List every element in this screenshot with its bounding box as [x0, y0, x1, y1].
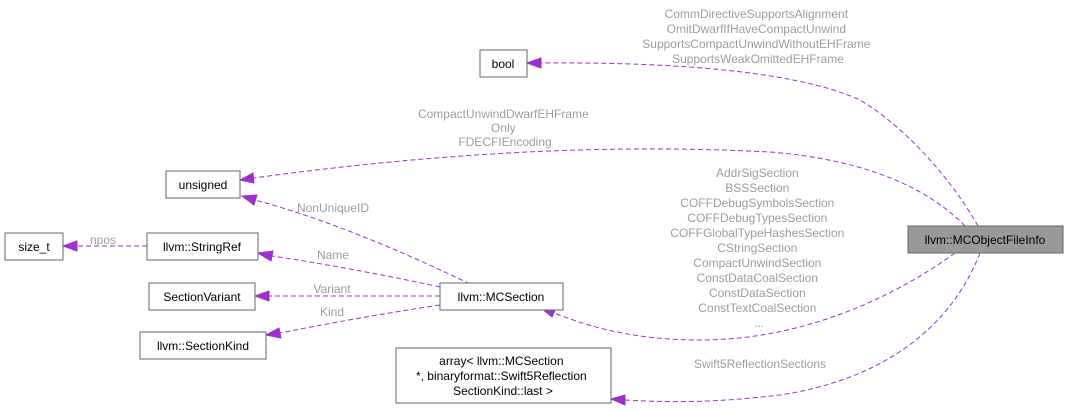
node-array[interactable]: array< llvm::MCSection *, binaryformat::…: [395, 347, 612, 404]
edge-mcsection-to-unsigned[interactable]: [240, 194, 471, 285]
node-bool[interactable]: bool: [479, 49, 528, 78]
node-size_t[interactable]: size_t: [4, 232, 64, 261]
svg-text:unsigned: unsigned: [179, 178, 228, 192]
svg-text:llvm::StringRef: llvm::StringRef: [163, 240, 242, 254]
svg-text:size_t: size_t: [18, 240, 50, 254]
edge-label-bool: CommDirectiveSupportsAlignment OmitDwarf…: [642, 7, 873, 66]
node-sectionvariant[interactable]: SectionVariant: [148, 282, 256, 311]
svg-text:SectionVariant: SectionVariant: [163, 290, 241, 304]
edge-label-mcsection: AddrSigSection BSSSection COFFDebugSymbo…: [670, 166, 847, 330]
node-mcobjectfileinfo[interactable]: llvm::MCObjectFileInfo: [907, 225, 1064, 254]
edge-mcsection-to-sectionvariant[interactable]: [253, 290, 440, 302]
edge-label-variant: Variant: [313, 282, 351, 296]
node-stringref[interactable]: llvm::StringRef: [146, 232, 259, 261]
edge-label-npos: npos: [90, 233, 116, 247]
node-sectionkind[interactable]: llvm::SectionKind: [139, 331, 267, 360]
node-unsigned[interactable]: unsigned: [165, 170, 241, 199]
svg-text:llvm::MCSection: llvm::MCSection: [458, 290, 545, 304]
edge-stringref-to-size_t[interactable]: [61, 240, 147, 252]
edge-label-unsigned: CompactUnwindDwarfEHFrame Only FDECFIEnc…: [418, 107, 592, 149]
node-mcsection[interactable]: llvm::MCSection: [439, 282, 564, 311]
svg-text:llvm::MCObjectFileInfo: llvm::MCObjectFileInfo: [925, 233, 1046, 247]
svg-text:array< llvm::MCSection: array< llvm::MCSection *, binaryformat::…: [416, 354, 590, 398]
edge-mcobjectfileinfo-to-array[interactable]: [609, 252, 981, 406]
edge-label-kind: Kind: [320, 305, 344, 319]
svg-text:llvm::SectionKind: llvm::SectionKind: [157, 339, 249, 353]
edge-mcobjectfileinfo-to-unsigned[interactable]: [238, 148, 966, 227]
edge-mcsection-to-stringref[interactable]: [256, 250, 441, 288]
edge-label-array: Swift5ReflectionSections: [694, 357, 826, 371]
edge-mcobjectfileinfo-to-bool[interactable]: [525, 57, 979, 227]
edge-label-nonuniqueid: NonUniqueID: [297, 201, 369, 215]
edge-label-name: Name: [317, 248, 349, 262]
edge-mcsection-to-sectionkind[interactable]: [264, 304, 441, 339]
svg-text:bool: bool: [492, 57, 515, 71]
